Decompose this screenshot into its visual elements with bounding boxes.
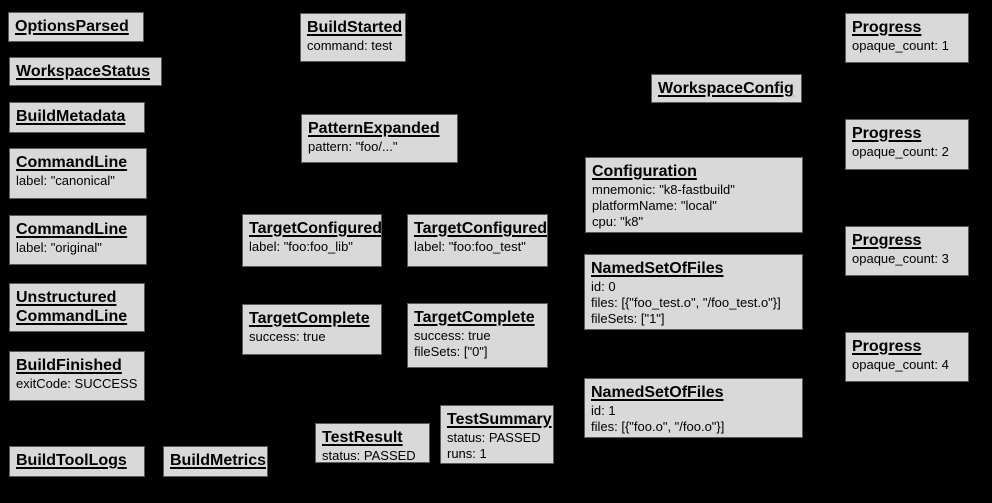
node-title: BuildFinished	[16, 357, 122, 374]
node-title: TargetComplete	[414, 309, 535, 326]
node-progress-4: Progress opaque_count: 4	[845, 332, 969, 382]
node-title: Unstructured CommandLine	[16, 289, 128, 325]
node-title: CommandLine	[16, 221, 128, 238]
node-title: OptionsParsed	[15, 18, 129, 35]
node-build-started: BuildStarted command: test	[300, 13, 406, 62]
node-command-line-original: CommandLine label: "original"	[9, 215, 147, 265]
node-build-metadata: BuildMetadata	[9, 102, 145, 133]
node-title: NamedSetOfFiles	[591, 260, 724, 277]
node-progress-3: Progress opaque_count: 3	[845, 226, 969, 276]
node-title: CommandLine	[16, 154, 128, 171]
node-named-set-of-files-0: NamedSetOfFiles id: 0 files: [{"foo_test…	[584, 254, 803, 330]
node-body: label: "foo:foo_lib"	[249, 239, 353, 254]
node-title: Progress	[852, 232, 922, 249]
node-unstructured-command-line: Unstructured CommandLine	[9, 283, 145, 332]
node-named-set-of-files-1: NamedSetOfFiles id: 1 files: [{"foo.o", …	[584, 378, 803, 438]
node-title: Configuration	[592, 163, 697, 180]
node-test-summary: TestSummary status: PASSED runs: 1	[440, 405, 554, 464]
node-title: TargetComplete	[249, 310, 370, 327]
node-target-configured-foo-lib: TargetConfigured label: "foo:foo_lib"	[242, 214, 382, 267]
node-build-finished: BuildFinished exitCode: SUCCESS	[9, 351, 145, 401]
node-test-result: TestResult status: PASSED	[315, 423, 430, 463]
node-body: opaque_count: 2	[852, 144, 949, 159]
node-body: status: PASSED	[322, 448, 416, 463]
node-title: BuildMetrics	[170, 452, 267, 469]
node-target-configured-foo-test: TargetConfigured label: "foo:foo_test"	[407, 214, 548, 267]
node-body: opaque_count: 4	[852, 357, 949, 372]
node-pattern-expanded: PatternExpanded pattern: "foo/..."	[301, 114, 458, 163]
node-body: command: test	[307, 38, 393, 53]
node-body: label: "canonical"	[16, 173, 115, 188]
node-body: pattern: "foo/..."	[308, 139, 398, 154]
node-title: TestSummary	[447, 411, 552, 428]
node-configuration: Configuration mnemonic: "k8-fastbuild" p…	[585, 157, 803, 233]
node-body: id: 1 files: [{"foo.o", "/foo.o"}]	[591, 403, 725, 434]
node-title: TargetConfigured	[249, 220, 382, 237]
node-command-line-canonical: CommandLine label: "canonical"	[9, 148, 147, 199]
node-workspace-config: WorkspaceConfig	[651, 74, 802, 103]
node-progress-1: Progress opaque_count: 1	[845, 13, 969, 63]
node-title: PatternExpanded	[308, 120, 440, 137]
node-build-tool-logs: BuildToolLogs	[9, 446, 145, 477]
node-title: NamedSetOfFiles	[591, 384, 724, 401]
node-title: Progress	[852, 19, 922, 36]
node-body: mnemonic: "k8-fastbuild" platformName: "…	[592, 182, 735, 229]
node-body: opaque_count: 1	[852, 38, 949, 53]
node-title: TestResult	[322, 429, 403, 446]
node-title: BuildToolLogs	[16, 452, 127, 469]
node-title: WorkspaceStatus	[16, 63, 150, 80]
node-body: status: PASSED runs: 1	[447, 430, 541, 461]
node-title: TargetConfigured	[414, 220, 548, 237]
node-progress-2: Progress opaque_count: 2	[845, 119, 969, 170]
node-title: Progress	[852, 338, 922, 355]
node-build-metrics: BuildMetrics	[163, 446, 268, 477]
node-title: Progress	[852, 125, 922, 142]
node-title: BuildMetadata	[16, 108, 126, 125]
node-body: success: true fileSets: ["0"]	[414, 328, 491, 359]
node-body: opaque_count: 3	[852, 251, 949, 266]
node-body: label: "original"	[16, 240, 102, 255]
node-body: label: "foo:foo_test"	[414, 239, 526, 254]
node-title: WorkspaceConfig	[658, 80, 794, 97]
node-options-parsed: OptionsParsed	[8, 12, 144, 42]
node-body: id: 0 files: [{"foo_test.o", "/foo_test.…	[591, 279, 781, 326]
node-title: BuildStarted	[307, 19, 403, 36]
node-workspace-status: WorkspaceStatus	[9, 57, 162, 86]
node-target-complete-foo-lib: TargetComplete success: true	[242, 304, 382, 355]
node-body: success: true	[249, 329, 326, 344]
node-body: exitCode: SUCCESS	[16, 376, 138, 391]
node-target-complete-foo-test: TargetComplete success: true fileSets: […	[407, 303, 548, 368]
